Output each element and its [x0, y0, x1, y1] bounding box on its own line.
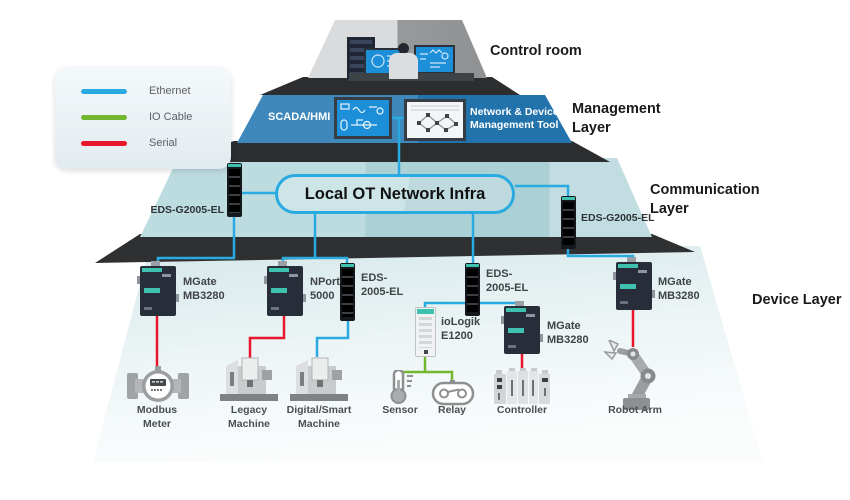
relay-icon — [431, 380, 475, 406]
io-cable-swatch — [81, 114, 127, 120]
network-management-monitor-icon — [404, 99, 466, 141]
robot-arm-label: Robot Arm — [608, 404, 662, 416]
legend: Ethernet IO Cable Serial — [55, 67, 231, 169]
mgate-mb3280-mid-device — [501, 301, 543, 354]
control-room-label: Control room — [490, 43, 582, 59]
modbus-meter-label: Modbus Meter — [136, 404, 178, 430]
control-room-shadow-band — [260, 77, 520, 95]
scada-hmi-label: SCADA/HMI — [268, 111, 331, 123]
sensor-label: Sensor — [382, 404, 418, 416]
mgate-mb3280-left-device — [137, 261, 179, 316]
smart-machine-icon — [288, 354, 350, 402]
relay-label: Relay — [437, 404, 467, 416]
communication-shadow-band — [95, 234, 695, 263]
serial-swatch — [81, 140, 127, 146]
operator-body-icon — [389, 53, 418, 79]
ethernet-swatch — [81, 88, 127, 94]
eds-2005-el-switch-left-device — [340, 263, 355, 321]
management-layer-label: Management Layer — [572, 101, 661, 136]
operator-icon — [398, 43, 409, 54]
eds-g2005-el-switch-right — [561, 196, 576, 249]
nport-5000-device — [264, 261, 306, 316]
device-layer-label: Device Layer — [752, 292, 842, 308]
smart-machine-label: Digital/Smart Machine — [286, 404, 352, 430]
iologik-e1200-device — [415, 307, 436, 357]
eds-right-label: EDS- 2005-EL — [486, 268, 529, 294]
nport-label: NPort 5000 — [310, 276, 340, 302]
robot-arm-icon — [602, 340, 668, 412]
legend-item-io-cable: IO Cable — [81, 111, 192, 123]
scada-monitor-icon — [334, 97, 392, 139]
controller-icon — [494, 368, 550, 406]
legend-item-serial: Serial — [81, 137, 177, 149]
management-shadow-band — [166, 141, 610, 162]
serial-connections — [155, 308, 635, 372]
sensor-icon — [384, 370, 418, 404]
modbus-meter-icon — [127, 366, 189, 404]
legend-label: IO Cable — [149, 111, 193, 123]
mgate-left-label: MGate MB3280 — [183, 276, 225, 302]
network-management-tool-label: Network & Device Management Tool — [470, 106, 559, 132]
legacy-machine-label: Legacy Machine — [227, 404, 270, 430]
mgate-right-label: MGate MB3280 — [658, 276, 700, 302]
control-monitor-right-icon — [414, 45, 455, 74]
eds-g2005-el-switch-left — [227, 163, 242, 217]
eds-left-label: EDS- 2005-EL — [361, 272, 404, 298]
mgate-mid-label: MGate MB3280 — [547, 320, 589, 346]
local-ot-network-pill: Local OT Network Infra — [275, 174, 515, 214]
communication-layer-label: Communication Layer — [650, 182, 760, 217]
controller-label: Controller — [496, 404, 548, 416]
legend-item-ethernet: Ethernet — [81, 85, 191, 97]
legacy-machine-icon — [218, 354, 280, 402]
legend-label: Ethernet — [149, 85, 191, 97]
eds-g2005-el-right-label: EDS-G2005-EL — [581, 212, 655, 224]
local-ot-network-label: Local OT Network Infra — [304, 184, 486, 203]
eds-g2005-el-left-label: EDS-G2005-EL — [150, 204, 224, 216]
ethernet-connections — [156, 116, 635, 357]
mgate-mb3280-right-device — [613, 257, 655, 310]
iologik-label: ioLogik E1200 — [441, 316, 481, 342]
legend-label: Serial — [149, 137, 178, 149]
eds-2005-el-switch-right-device — [465, 263, 480, 316]
